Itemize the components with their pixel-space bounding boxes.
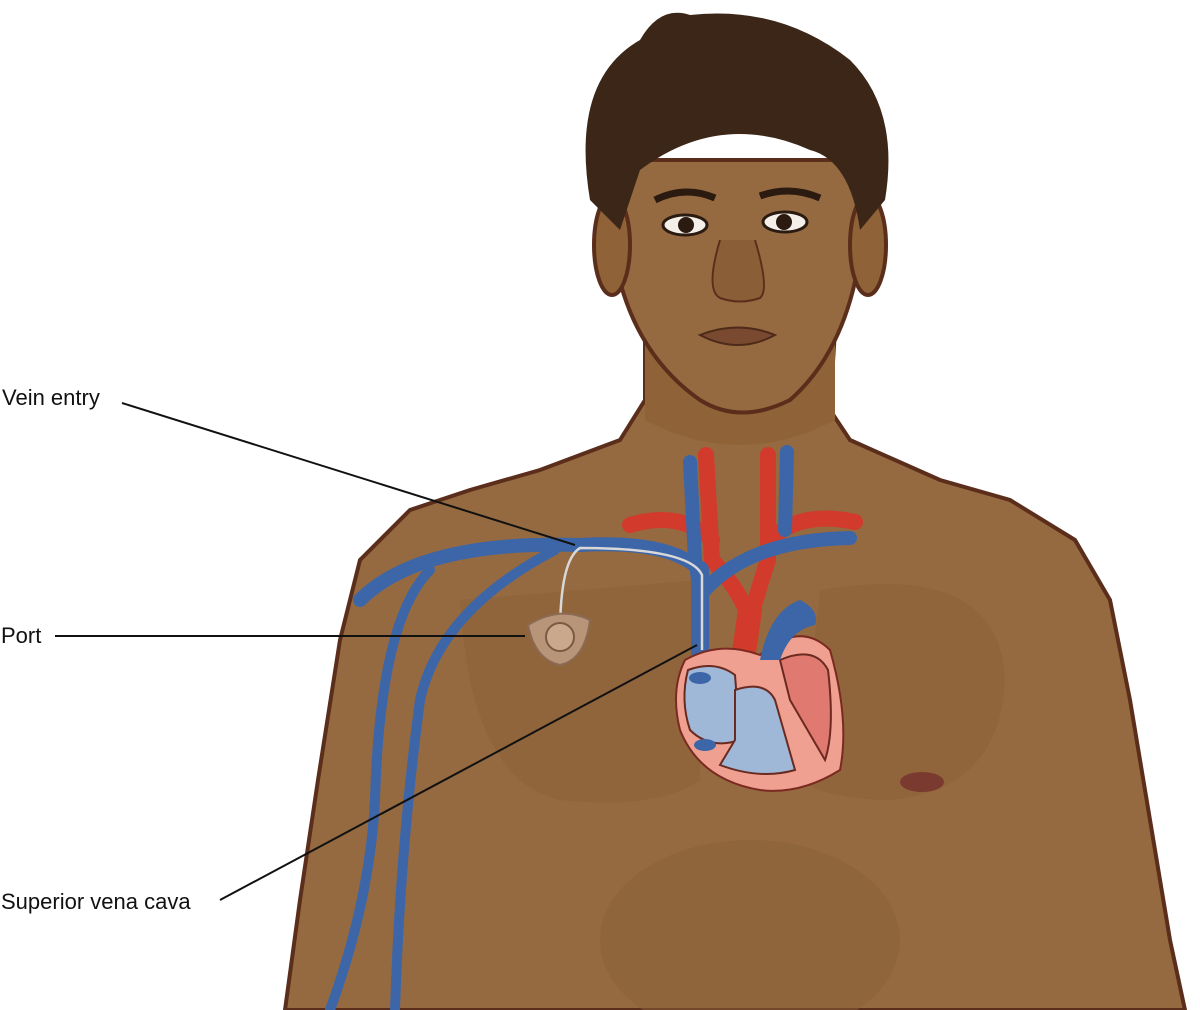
veins [325,445,857,1010]
right-eyebrow [758,187,822,202]
arm-vein-inner [325,565,435,1010]
right-iris [776,214,792,230]
left-eyebrow [653,188,717,204]
hair [585,12,889,231]
arteries [622,447,863,692]
nipple [900,772,944,792]
abdomen-shading [600,840,900,1010]
catheter [558,546,704,650]
nose [711,239,765,303]
superior-vena-cava-label: Superior vena cava [1,889,191,914]
vein-entry-leader-line [121,402,576,546]
left-jugular-vein [778,445,794,537]
arm-vein-outer [390,545,560,1010]
right-subclavian-artery [762,510,863,548]
left-subclavian-artery [622,512,720,548]
superior-vena-cava-leader-line [219,644,698,901]
heart [675,600,845,792]
subclavian-vein [353,537,707,607]
left-iris [678,217,694,233]
port-label: Port [1,623,42,648]
right-ventricle [718,685,797,775]
mouth [697,326,778,346]
port-septum [545,622,575,652]
vein-entry-label: Vein entry [2,385,100,410]
pulmonary-trunk [760,600,816,660]
pectoral-right [800,584,1005,800]
vena-cava-opening-top [689,672,711,684]
right-atrium [683,665,742,745]
vena-cava-opening-bottom [694,739,716,751]
left-ventricle [778,653,832,763]
left-brachiocephalic-vein [698,531,857,597]
